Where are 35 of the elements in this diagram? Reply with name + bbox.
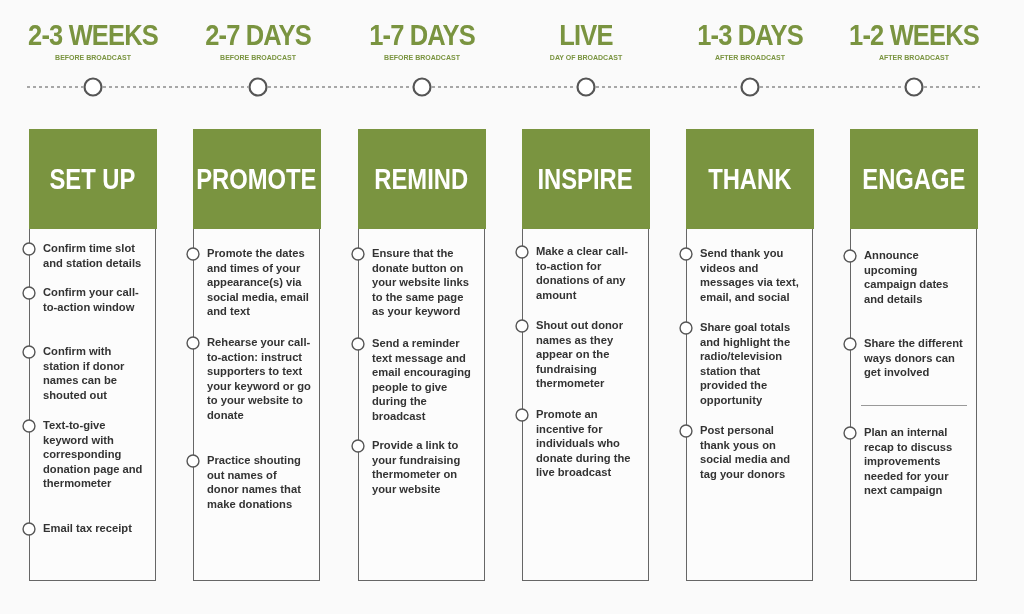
column-heading: THANK: [685, 129, 814, 229]
period-heading: LIVE: [558, 18, 614, 52]
task-text: Confirm time slot and station details: [43, 241, 143, 271]
timeline-line: [923, 86, 981, 88]
task-text: Send thank you videos and messages via text, email, and social: [700, 246, 800, 305]
column-heading: SET UP: [28, 129, 157, 229]
task-text: Text-to-give keyword with corresponding donation page and thermometer: [43, 418, 144, 491]
period-heading: 1-2 WEEKS: [848, 18, 980, 52]
task-text: Post personal thank yous on social media and tag your donors: [700, 423, 792, 482]
period-heading: 1-3 DAYS: [696, 18, 804, 52]
column-heading: REMIND: [357, 129, 486, 229]
task-text: Shout out donor names as they appear on the fundraising thermometer: [536, 318, 624, 391]
task-text: Announce upcoming campaign dates and details: [864, 248, 950, 307]
task-text: Promote the dates and times of your appearance(s) via social media, email and text: [207, 246, 310, 319]
column-heading: PROMOTE: [192, 129, 321, 229]
task-text: Share the different ways donors can get involved: [864, 336, 964, 380]
task-text: Promote an incentive for individuals who donate during the live broadcast: [536, 407, 632, 480]
period-heading: 2-3 WEEKS: [27, 18, 159, 52]
task-text: Confirm your call-to-action window: [43, 285, 140, 315]
task-text: Send a reminder text message and email encouraging people to give during the broadcast: [372, 336, 472, 424]
timeline-line: [26, 86, 84, 88]
task-text: Share goal totals and highlight the radio/television station that provided the opportunity: [700, 320, 792, 408]
task-text: Provide a link to your fundraising thermometer on your website: [372, 438, 462, 497]
column-heading: ENGAGE: [849, 129, 978, 229]
task-text: Make a clear call-to-action for donations of any amount: [536, 244, 630, 303]
period-heading: 1-7 DAYS: [368, 18, 476, 52]
period-heading: 2-7 DAYS: [204, 18, 312, 52]
task-text: Practice shouting out names of donor names that make donations: [207, 453, 302, 512]
task-text: Plan an internal recap to discuss improvements needed for your next campaign: [864, 425, 954, 498]
task-text: Rehearse your call-to-action: instruct supporters to text your keyword or go to your website to donate: [207, 335, 311, 423]
column-heading: INSPIRE: [521, 129, 650, 229]
timeline-line: [102, 86, 249, 88]
task-text: Email tax receipt: [43, 521, 133, 536]
task-text: Ensure that the donate button on your website links to the same page as your keyword: [372, 246, 470, 319]
task-text: Confirm with station if donor names can be shouted out: [43, 344, 126, 403]
